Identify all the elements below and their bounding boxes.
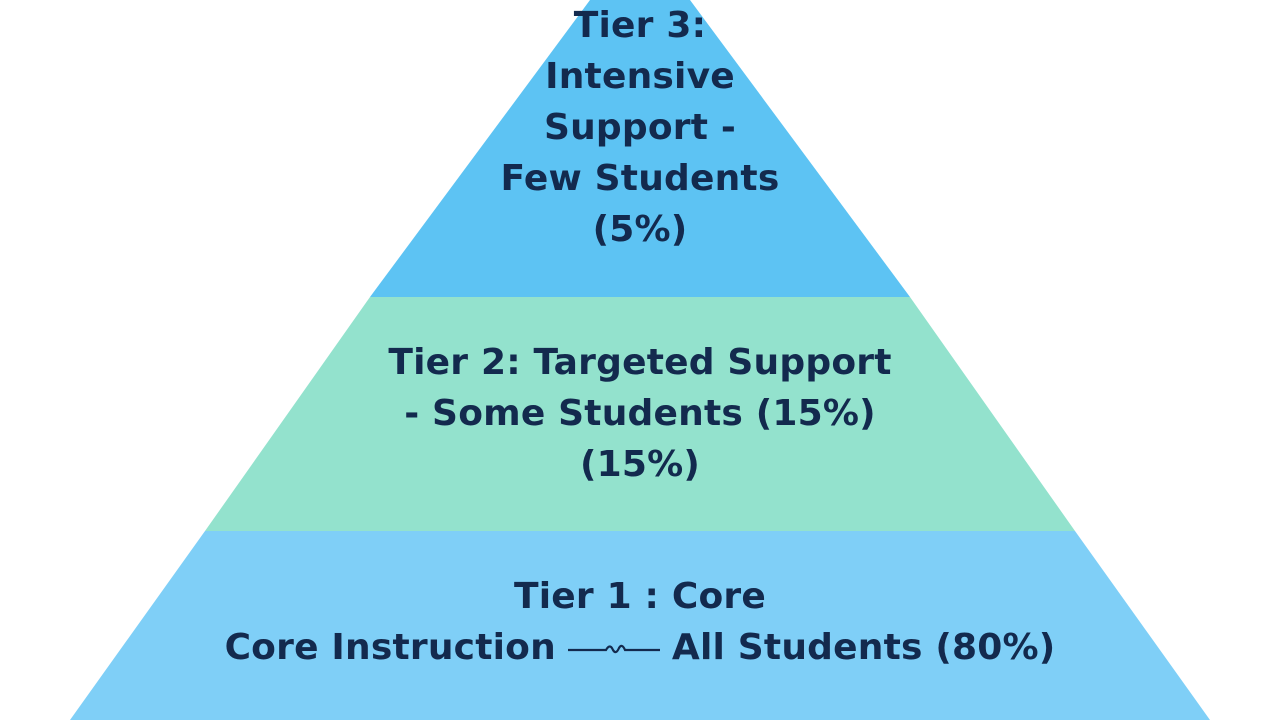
tier3-line-5: (5%) — [592, 209, 688, 250]
tier2-line-2: - Some Students (15%) — [404, 393, 876, 434]
tier3-label: Tier 3: Intensive Support - Few Students… — [0, 0, 1280, 255]
tier1-label: Tier 1 : Core Core Instruction All Studen… — [0, 571, 1280, 673]
tier3-line-4: Few Students — [500, 158, 780, 199]
tier2-line-3: (15%) — [579, 444, 701, 485]
tier3-line-1: Tier 3: — [573, 5, 707, 46]
tier3-line-3: Support - — [543, 107, 737, 148]
tier1-line-1: Tier 1 : Core — [513, 576, 767, 617]
tier1-line-2b: All Students (80%) — [671, 627, 1056, 668]
tier1-line-2: Core Instruction All Students (80%) — [0, 622, 1280, 673]
tier3-line-2: Intensive — [545, 56, 735, 97]
tier2-line-1: Tier 2: Targeted Support — [388, 342, 892, 383]
tier1-line-2a: Core Instruction — [224, 627, 556, 668]
squiggle-line-icon — [567, 644, 660, 654]
tier3-band — [370, 0, 910, 297]
tier2-band — [205, 297, 1075, 531]
tier1-band — [70, 531, 1210, 720]
tier2-label: Tier 2: Targeted Support - Some Students… — [0, 337, 1280, 490]
